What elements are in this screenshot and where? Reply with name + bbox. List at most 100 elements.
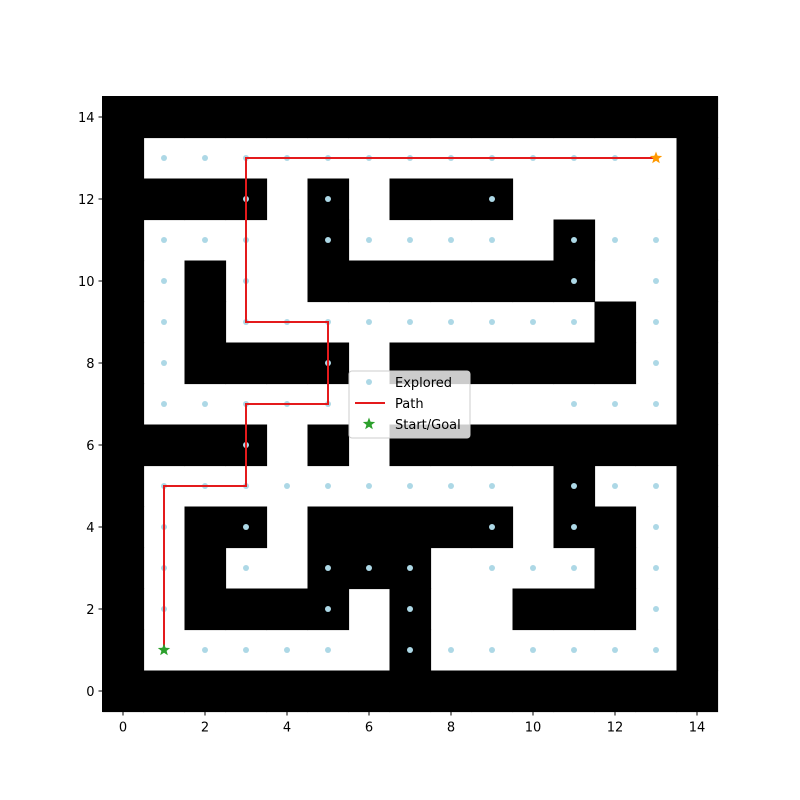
wall-cell — [184, 96, 227, 139]
y-tick-label: 4 — [86, 521, 94, 536]
wall-cell — [676, 547, 719, 590]
wall-cell — [676, 301, 719, 344]
wall-cell — [266, 342, 309, 385]
explored-point — [612, 401, 618, 407]
wall-cell — [594, 342, 637, 385]
explored-point — [202, 401, 208, 407]
explored-point — [202, 647, 208, 653]
wall-cell — [102, 301, 145, 344]
explored-point — [161, 155, 167, 161]
legend-start-goal-marker — [362, 417, 376, 430]
x-tick-label: 0 — [119, 721, 127, 736]
explored-point — [202, 237, 208, 243]
wall-cell — [307, 96, 350, 139]
explored-point — [571, 237, 577, 243]
explored-point — [653, 319, 659, 325]
path-line — [163, 157, 656, 650]
wall-cell — [553, 96, 596, 139]
wall-cell — [266, 670, 309, 713]
explored-point — [530, 319, 536, 325]
wall-cell — [553, 670, 596, 713]
wall-cell — [676, 465, 719, 508]
explored-point — [161, 278, 167, 284]
wall-cell — [430, 260, 473, 303]
explored-point — [325, 647, 331, 653]
explored-point — [653, 565, 659, 571]
explored-point — [448, 483, 454, 489]
start-goal-markers — [157, 151, 663, 656]
wall-cell — [102, 506, 145, 549]
wall-cell — [594, 424, 637, 467]
wall-cell — [676, 178, 719, 221]
y-tick-label: 0 — [86, 685, 94, 700]
wall-cell — [430, 670, 473, 713]
wall-cell — [389, 260, 432, 303]
explored-point — [571, 278, 577, 284]
explored-point — [366, 565, 372, 571]
wall-cell — [143, 178, 186, 221]
wall-cell — [389, 96, 432, 139]
wall-cell — [102, 342, 145, 385]
explored-point — [161, 360, 167, 366]
wall-cell — [143, 424, 186, 467]
explored-point — [448, 319, 454, 325]
explored-point — [325, 237, 331, 243]
explored-point — [653, 524, 659, 530]
wall-cell — [594, 670, 637, 713]
legend-explored-label: Explored — [395, 376, 452, 391]
explored-point — [284, 647, 290, 653]
wall-cell — [676, 670, 719, 713]
wall-cell — [307, 260, 350, 303]
explored-point — [325, 565, 331, 571]
explored-point — [612, 483, 618, 489]
wall-cell — [676, 629, 719, 672]
wall-cell — [430, 178, 473, 221]
x-tick-label: 8 — [447, 721, 455, 736]
x-tick-label: 4 — [283, 721, 291, 736]
y-tick-label: 10 — [78, 275, 95, 290]
legend-start-goal-label: Start/Goal — [395, 418, 461, 433]
wall-cell — [102, 424, 145, 467]
y-tick-label: 6 — [86, 439, 94, 454]
wall-cell — [594, 301, 637, 344]
wall-cell — [143, 670, 186, 713]
explored-point — [653, 237, 659, 243]
wall-cell — [102, 465, 145, 508]
x-tick-label: 6 — [365, 721, 373, 736]
explored-point — [366, 483, 372, 489]
wall-cell — [512, 96, 555, 139]
wall-cell — [635, 96, 678, 139]
wall-cell — [184, 178, 227, 221]
y-tick-label: 8 — [86, 357, 94, 372]
explored-point — [489, 524, 495, 530]
explored-point — [202, 155, 208, 161]
wall-cell — [676, 260, 719, 303]
wall-cell — [184, 301, 227, 344]
wall-cell — [307, 670, 350, 713]
legend: Explored Path Start/Goal — [348, 370, 471, 439]
x-tick-label: 10 — [525, 721, 542, 736]
wall-cell — [102, 260, 145, 303]
wall-cell — [676, 342, 719, 385]
explored-point — [571, 647, 577, 653]
explored-point — [653, 278, 659, 284]
wall-cell — [635, 424, 678, 467]
wall-cell — [225, 588, 268, 631]
explored-point — [489, 196, 495, 202]
explored-point — [612, 237, 618, 243]
wall-cell — [676, 424, 719, 467]
explored-point — [489, 237, 495, 243]
wall-cell — [389, 506, 432, 549]
wall-cell — [102, 178, 145, 221]
wall-cell — [471, 424, 514, 467]
wall-cell — [348, 670, 391, 713]
wall-cell — [225, 670, 268, 713]
wall-cell — [430, 506, 473, 549]
explored-point — [161, 237, 167, 243]
wall-cell — [471, 342, 514, 385]
wall-cell — [594, 547, 637, 590]
wall-cell — [184, 260, 227, 303]
wall-cell — [676, 96, 719, 139]
explored-point — [489, 647, 495, 653]
